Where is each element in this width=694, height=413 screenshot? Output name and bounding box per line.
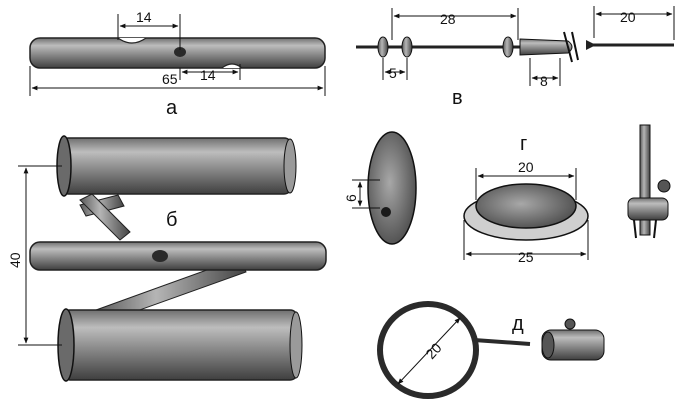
label-d: д xyxy=(512,313,524,335)
label-a: а xyxy=(166,97,178,119)
part-a-rod: 14 14 65 а xyxy=(29,9,326,119)
washer-3 xyxy=(502,36,514,58)
part-d-ring: 20 д xyxy=(377,301,605,399)
disc-hole xyxy=(381,207,391,217)
disc-body xyxy=(367,131,417,245)
dim-v-28: 28 xyxy=(440,11,456,27)
cylinder-top xyxy=(59,137,293,195)
washer-1 xyxy=(377,36,389,58)
axle-bushing xyxy=(519,38,573,56)
dim-g-20: 20 xyxy=(518,159,534,175)
cross-rod xyxy=(29,241,327,271)
dim-g-6: 6 xyxy=(343,194,359,202)
pin-head xyxy=(586,40,596,50)
washer-2 xyxy=(401,36,413,58)
cylinder-bottom xyxy=(61,309,299,381)
dim-a-65: 65 xyxy=(162,71,178,87)
label-b: б xyxy=(166,209,177,231)
disc-with-hole: 6 xyxy=(343,131,417,245)
dim-a-14-top: 14 xyxy=(136,9,152,25)
clamp-block xyxy=(627,197,669,221)
label-v: в xyxy=(452,87,463,109)
dim-g-25: 25 xyxy=(518,249,534,265)
dim-v-8: 8 xyxy=(540,73,548,89)
part-g-disc: 20 25 г xyxy=(463,133,589,265)
rod-hole xyxy=(174,47,186,57)
ring xyxy=(377,301,479,399)
nut-screw-head xyxy=(564,318,576,330)
disc-top xyxy=(475,183,577,229)
dim-v-20: 20 xyxy=(620,9,636,25)
dim-b-40: 40 xyxy=(7,252,23,268)
cross-rod-hole xyxy=(152,250,168,262)
clamp-post xyxy=(639,124,651,236)
dim-d-20: 20 xyxy=(422,340,444,362)
part-b-frame: 40 б xyxy=(7,135,327,382)
clamp-screw xyxy=(657,179,671,193)
clamp-assembly xyxy=(627,124,671,239)
label-g: г xyxy=(520,133,527,155)
part-v-axle: 28 5 8 в 20 xyxy=(356,6,675,109)
dim-v-5: 5 xyxy=(389,65,397,81)
rod-notch-top xyxy=(117,37,147,44)
ring-stem xyxy=(473,338,531,346)
dim-a-14-bottom: 14 xyxy=(200,67,216,83)
